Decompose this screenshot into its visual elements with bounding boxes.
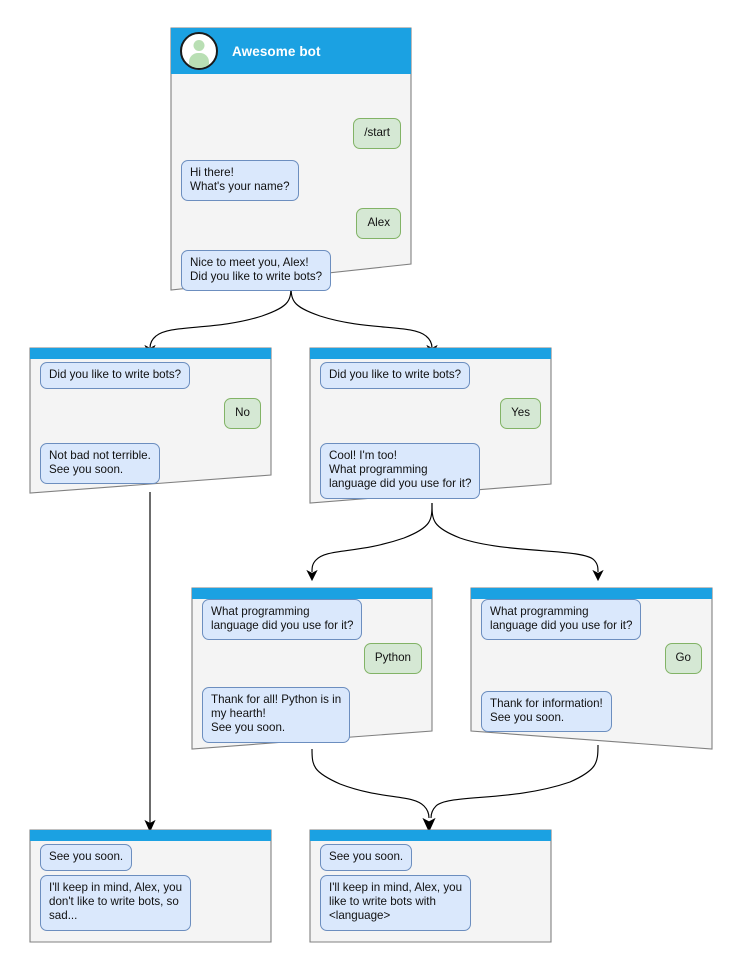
node-start[interactable]: Awesome bot /start Hi there! What's your… (170, 27, 412, 292)
message-row: Alex (181, 208, 401, 240)
node-branch-python-chat: What programming language did you use fo… (192, 599, 432, 749)
bot-message-bubble: Hi there! What's your name? (181, 160, 299, 202)
node-branch-go-header (471, 588, 712, 599)
message-row: I'll keep in mind, Alex, you don't like … (40, 875, 261, 931)
node-branch-python-header (192, 588, 432, 599)
bot-message-bubble: See you soon. (40, 844, 133, 872)
bot-message-bubble: I'll keep in mind, Alex, you like to wri… (320, 875, 472, 931)
edge-start-to-no (149, 282, 292, 349)
node-end-happy[interactable]: See you soon. I'll keep in mind, Alex, y… (309, 829, 552, 943)
message-row: No (40, 398, 261, 430)
node-end-happy-header (310, 830, 551, 841)
node-branch-python[interactable]: What programming language did you use fo… (191, 587, 433, 750)
node-end-sad-header (30, 830, 271, 841)
user-message-bubble: /start (353, 118, 401, 150)
message-row: What programming language did you use fo… (202, 599, 422, 641)
bot-message-bubble: Cool! I'm too! What programming language… (320, 443, 481, 499)
message-row: /start (181, 118, 401, 150)
bot-message-bubble: Did you like to write bots? (40, 362, 191, 390)
node-branch-no-chat: Did you like to write bots? No Not bad n… (30, 359, 271, 493)
message-row: Go (481, 643, 702, 675)
message-row: Hi there! What's your name? (181, 160, 401, 202)
edge-yes-to-go (431, 502, 599, 573)
message-row: What programming language did you use fo… (481, 599, 702, 641)
edge-python-to-end-happy (311, 748, 430, 819)
node-branch-go-chat: What programming language did you use fo… (471, 599, 712, 749)
user-message-bubble: Yes (500, 398, 541, 430)
user-message-bubble: Python (363, 643, 422, 675)
bot-message-bubble: Did you like to write bots? (320, 362, 471, 390)
message-row: See you soon. (40, 844, 261, 872)
message-row: Not bad not terrible. See you soon. (40, 443, 261, 485)
bot-message-bubble: I'll keep in mind, Alex, you don't like … (40, 875, 192, 931)
message-row: Python (202, 643, 422, 675)
message-row: Nice to meet you, Alex! Did you like to … (181, 250, 401, 292)
node-end-sad[interactable]: See you soon. I'll keep in mind, Alex, y… (29, 829, 272, 943)
node-start-chat: /start Hi there! What's your name? Alex … (171, 74, 411, 292)
message-row: Thank for information! See you soon. (481, 691, 702, 733)
edge-yes-to-python-arrowhead (306, 569, 318, 582)
edge-go-to-end-happy (430, 744, 599, 819)
node-branch-no[interactable]: Did you like to write bots? No Not bad n… (29, 347, 272, 494)
user-message-bubble: Go (664, 643, 702, 675)
bot-message-bubble: See you soon. (320, 844, 413, 872)
node-start-header: Awesome bot (171, 28, 411, 74)
user-message-bubble: No (224, 398, 261, 430)
edge-yes-to-go-arrowhead (592, 569, 604, 582)
node-branch-yes-chat: Did you like to write bots? Yes Cool! I'… (310, 359, 551, 503)
user-message-bubble: Alex (356, 208, 401, 240)
message-row: Cool! I'm too! What programming language… (320, 443, 541, 499)
node-branch-go[interactable]: What programming language did you use fo… (470, 587, 713, 750)
message-row: Did you like to write bots? (40, 362, 261, 390)
bot-title: Awesome bot (232, 43, 321, 59)
person-avatar-icon (180, 32, 218, 70)
node-branch-no-header (30, 348, 271, 359)
message-row: Thank for all! Python is in my hearth! S… (202, 687, 422, 743)
message-row: See you soon. (320, 844, 541, 872)
bot-message-bubble: Thank for information! See you soon. (481, 691, 612, 733)
edge-start-to-yes (290, 282, 433, 349)
bot-message-bubble: Not bad not terrible. See you soon. (40, 443, 160, 485)
node-end-sad-chat: See you soon. I'll keep in mind, Alex, y… (30, 841, 271, 942)
bot-message-bubble: Nice to meet you, Alex! Did you like to … (181, 250, 332, 292)
node-end-happy-chat: See you soon. I'll keep in mind, Alex, y… (310, 841, 551, 942)
bot-message-bubble: What programming language did you use fo… (481, 599, 642, 641)
edge-yes-to-python (311, 502, 433, 573)
message-row: Did you like to write bots? (320, 362, 541, 390)
node-branch-yes[interactable]: Did you like to write bots? Yes Cool! I'… (309, 347, 552, 504)
node-branch-yes-header (310, 348, 551, 359)
bot-message-bubble: Thank for all! Python is in my hearth! S… (202, 687, 351, 743)
message-row: Yes (320, 398, 541, 430)
message-row: I'll keep in mind, Alex, you like to wri… (320, 875, 541, 931)
bot-message-bubble: What programming language did you use fo… (202, 599, 363, 641)
